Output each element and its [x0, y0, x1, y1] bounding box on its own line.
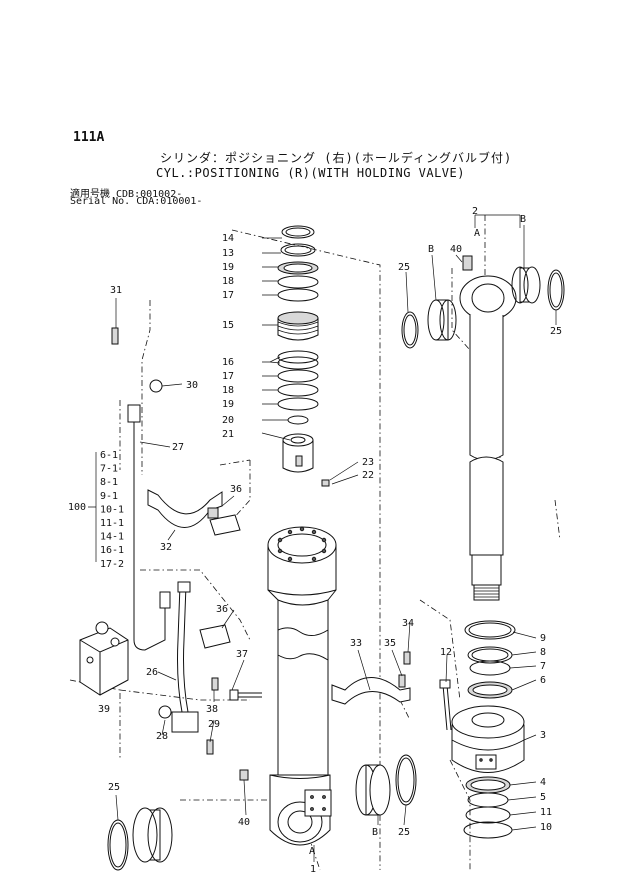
clamps-and-hardware: [111, 327, 452, 781]
kit-list-item: 7-1: [100, 464, 118, 475]
callout-12: 12: [440, 647, 452, 658]
title-english: CYL.:POSITIONING (R)(WITH HOLDING VALVE): [156, 166, 465, 180]
callout-26: 26: [146, 667, 158, 678]
callout-28: 28: [156, 731, 168, 742]
callout-11: 11: [540, 807, 552, 818]
label-B-right: B: [520, 214, 526, 225]
piston-assembly: [277, 225, 319, 473]
callout-20: 20: [222, 415, 234, 426]
label-B-bottom: B: [372, 827, 378, 838]
assembly-center-lines: [69, 215, 561, 871]
callout-40-bottom: 40: [238, 817, 250, 828]
kit-list-item: 17-2: [100, 559, 124, 570]
callout-22: 22: [362, 470, 374, 481]
callout-7: 7: [540, 661, 546, 672]
callout-25-bottom-left: 25: [108, 782, 120, 793]
callout-37: 37: [236, 649, 248, 660]
label-A-top: A: [474, 228, 480, 239]
holding-valve: [79, 621, 129, 696]
kit-list-item: 10-1: [100, 504, 124, 515]
callout-18: 18: [222, 276, 234, 287]
callout-23: 23: [362, 457, 374, 468]
callout-31: 31: [110, 285, 122, 296]
callout-labels: 14 13 19 18 17 15 16 17 18 19 20 21 23 2…: [68, 206, 562, 873]
callout-2: 2: [472, 206, 478, 217]
piston-rod: [459, 255, 517, 601]
kit-list-item: 11-1: [100, 518, 124, 529]
callout-39: 39: [98, 704, 110, 715]
callout-25-bottom-right: 25: [398, 827, 410, 838]
cylinder-tube: [267, 526, 337, 846]
callout-5: 5: [540, 792, 546, 803]
callout-15: 15: [222, 320, 234, 331]
callout-30: 30: [186, 380, 198, 391]
callout-38: 38: [206, 704, 218, 715]
callout-21: 21: [222, 429, 234, 440]
callout-40-top: 40: [450, 244, 462, 255]
callout-25-left: 25: [398, 262, 410, 273]
serial-applicable: 適用号機 CDB:001002-: [70, 189, 183, 200]
label-B-left: B: [428, 244, 434, 255]
callout-29: 29: [208, 719, 220, 730]
callout-35: 35: [384, 638, 396, 649]
callout-36b: 36: [216, 604, 228, 615]
kit-list-item: 14-1: [100, 532, 124, 543]
callout-19b: 19: [222, 399, 234, 410]
bushings-and-seals: [107, 266, 565, 871]
seal-kit-list: 6-1 7-1 8-1 9-1 10-1 11-1 14-1 16-1 17-2: [100, 450, 124, 570]
kit-list-item: 9-1: [100, 491, 118, 502]
title-japanese: シリンダ：ポジショニング (右)(ホールディングバルブ付): [160, 151, 513, 165]
callout-17: 17: [222, 290, 234, 301]
callout-25-right: 25: [550, 326, 562, 337]
kit-list-item: 8-1: [100, 477, 118, 488]
callout-100: 100: [68, 502, 86, 513]
callout-1: 1: [310, 864, 316, 873]
callout-13: 13: [222, 248, 234, 259]
callout-10: 10: [540, 822, 552, 833]
callout-19: 19: [222, 262, 234, 273]
callout-14: 14: [222, 233, 234, 244]
page-code: 111A: [73, 130, 105, 145]
kit-list-item: 6-1: [100, 450, 118, 461]
callout-34: 34: [402, 618, 414, 629]
label-A-bottom: A: [309, 846, 315, 857]
callout-3: 3: [540, 730, 546, 741]
callout-32: 32: [160, 542, 172, 553]
cylinder-head: [451, 705, 525, 773]
callout-6: 6: [540, 675, 546, 686]
callout-36: 36: [230, 484, 242, 495]
callout-8: 8: [540, 647, 546, 658]
callout-4: 4: [540, 777, 546, 788]
serial-number: Serial No. CDA:010001-: [70, 196, 203, 207]
callout-17b: 17: [222, 371, 234, 382]
kit-list-item: 16-1: [100, 545, 124, 556]
callout-27: 27: [172, 442, 184, 453]
callout-9: 9: [540, 633, 546, 644]
callout-18b: 18: [222, 385, 234, 396]
callout-33: 33: [350, 638, 362, 649]
callout-16: 16: [222, 357, 234, 368]
leader-lines: [88, 214, 557, 862]
